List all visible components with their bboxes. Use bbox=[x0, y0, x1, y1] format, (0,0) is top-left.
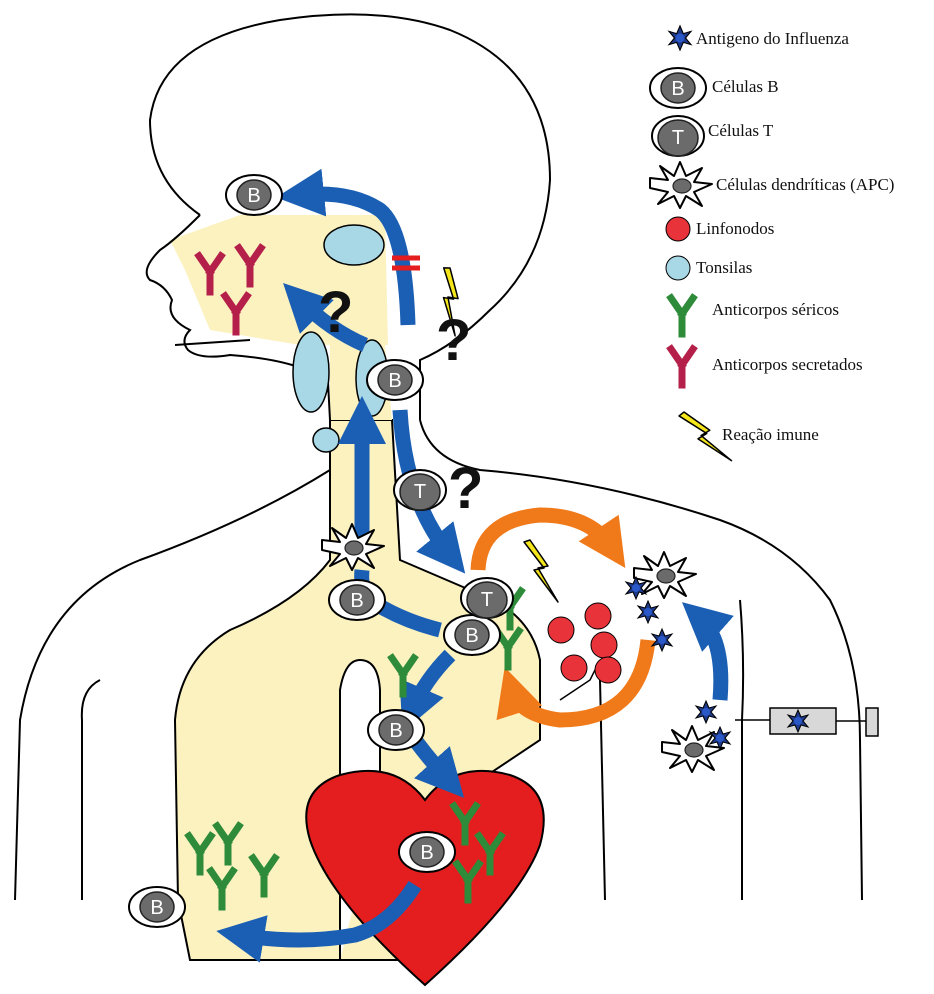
svg-text:Reação imune: Reação imune bbox=[722, 425, 819, 444]
b-cell: B bbox=[129, 887, 185, 927]
svg-text:T: T bbox=[414, 481, 426, 503]
svg-text:B: B bbox=[150, 897, 163, 919]
legend-item-tonsil: Tonsilas bbox=[666, 256, 752, 280]
svg-text:B: B bbox=[247, 185, 260, 207]
svg-text:Anticorpos secretados: Anticorpos secretados bbox=[712, 355, 863, 374]
legend-item-immune: Reação imune bbox=[678, 402, 818, 472]
lightning-icon bbox=[524, 540, 558, 602]
svg-text:B: B bbox=[350, 590, 363, 612]
svg-text:Células B: Células B bbox=[712, 77, 779, 96]
t-cell: T bbox=[461, 578, 513, 618]
svg-text:Tonsilas: Tonsilas bbox=[696, 258, 752, 277]
svg-text:T: T bbox=[672, 127, 684, 149]
svg-text:Antigeno do Influenza: Antigeno do Influenza bbox=[696, 29, 849, 48]
b-cell: B bbox=[444, 615, 500, 655]
lymph-nodes bbox=[548, 603, 621, 683]
svg-text:Células dendríticas (APC): Células dendríticas (APC) bbox=[716, 175, 894, 194]
svg-text:T: T bbox=[481, 589, 493, 611]
question-mark: ? bbox=[448, 456, 483, 521]
legend-item-secreted-antibody: Anticorpos secretados bbox=[671, 349, 863, 385]
b-cell: B bbox=[399, 832, 455, 872]
question-mark: ? bbox=[436, 308, 471, 373]
legend-item-serum-antibody: Anticorpos séricos bbox=[671, 298, 839, 334]
b-cell: B bbox=[367, 360, 423, 400]
legend-item-tcell: T Células T bbox=[652, 116, 774, 156]
legend-item-lymph: Linfonodos bbox=[666, 217, 774, 241]
legend-item-bcell: B Células B bbox=[650, 68, 779, 108]
svg-text:Anticorpos séricos: Anticorpos séricos bbox=[712, 300, 839, 319]
b-cell: B bbox=[368, 710, 424, 750]
svg-text:B: B bbox=[388, 370, 401, 392]
question-mark: ? bbox=[318, 280, 353, 345]
legend: Antigeno do Influenza B Células B T Célu… bbox=[650, 26, 894, 472]
svg-text:B: B bbox=[671, 78, 684, 100]
t-cell: T bbox=[394, 470, 446, 510]
b-cell: B bbox=[226, 175, 282, 215]
svg-text:B: B bbox=[389, 720, 402, 742]
svg-text:B: B bbox=[420, 842, 433, 864]
svg-text:Células T: Células T bbox=[708, 121, 774, 140]
legend-item-dendritic: Células dendríticas (APC) bbox=[650, 162, 894, 208]
legend-item-antigen: Antigeno do Influenza bbox=[669, 26, 849, 50]
svg-text:Linfonodos: Linfonodos bbox=[696, 219, 774, 238]
b-cell: B bbox=[329, 580, 385, 620]
syringe bbox=[735, 708, 878, 736]
svg-text:B: B bbox=[465, 625, 478, 647]
